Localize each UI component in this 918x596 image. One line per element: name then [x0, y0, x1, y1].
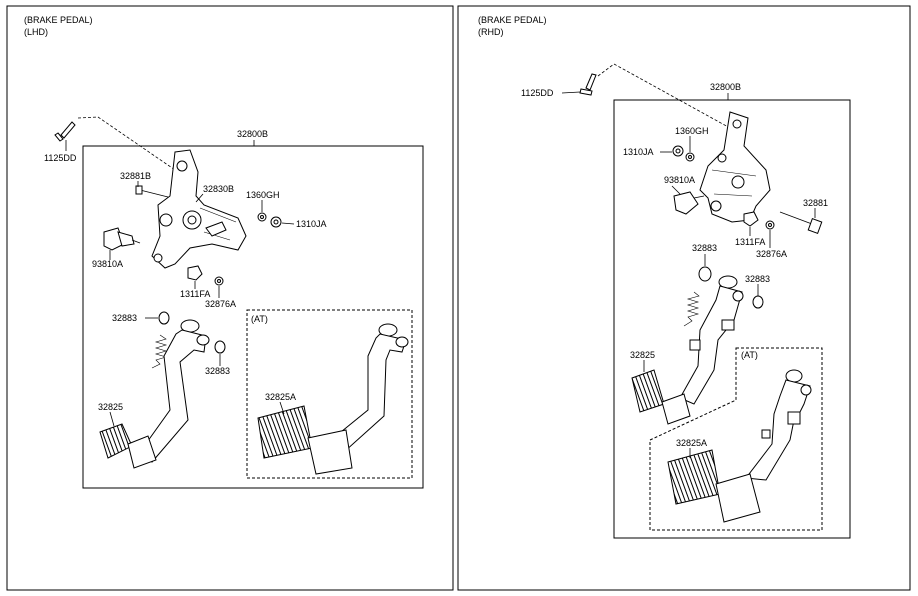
lhd-panel: (BRAKE PEDAL) (LHD) 1125DD 32800B: [6, 5, 454, 591]
rhd-at-pedal-arm: [745, 369, 812, 481]
lhd-pedal-bracket: [151, 149, 247, 269]
rhd-label-93810a: 93810A: [664, 175, 695, 185]
lhd-at-label: (AT): [251, 314, 268, 324]
lhd-label-1125dd: 1125DD: [44, 153, 77, 163]
rhd-at-label: (AT): [741, 350, 758, 360]
lhd-at-pedal-arm: [335, 323, 409, 453]
rhd-subtitle: (RHD): [478, 27, 504, 37]
lhd-label-32800b: 32800B: [237, 129, 268, 139]
lhd-at-pedal-pad-32825a: [257, 405, 313, 459]
lhd-panel-frame: [6, 5, 454, 591]
lhd-label-93810a: 93810A: [92, 259, 123, 269]
lhd-bushing-32883-lower: [214, 340, 226, 354]
lhd-bolt-1125dd: [54, 121, 76, 142]
rhd-panel-frame: [457, 5, 911, 591]
rhd-bolt-1125dd: [579, 73, 597, 96]
lhd-pedal-pad-32825: [99, 423, 133, 459]
rhd-label-1310ja: 1310JA: [623, 147, 654, 157]
rhd-label-32825a: 32825A: [676, 438, 707, 448]
lhd-label-32825a: 32825A: [265, 392, 296, 402]
lhd-label-32830b: 32830B: [203, 184, 234, 194]
rhd-at-pedal-pad-plate: [715, 473, 761, 523]
lhd-pedal-pad-plate: [127, 435, 157, 469]
rhd-label-32825: 32825: [630, 350, 655, 360]
rhd-label-32881: 32881: [803, 198, 828, 208]
rhd-pedal-bracket: [699, 111, 771, 223]
lhd-label-32876a: 32876A: [205, 299, 236, 309]
rhd-label-32800b: 32800B: [710, 82, 741, 92]
lhd-label-32883-lower: 32883: [205, 366, 230, 376]
rhd-at-pedal-pad-32825a: [667, 449, 721, 505]
lhd-subtitle: (LHD): [24, 27, 48, 37]
rhd-label-1311fa: 1311FA: [735, 237, 765, 247]
rhd-stop-lamp-switch: [673, 191, 705, 215]
rhd-nut-1311fa: [743, 211, 759, 227]
rhd-bushing-32883-lower: [752, 295, 764, 309]
lhd-label-32883-upper: 32883: [112, 313, 137, 323]
rhd-bushing-32883-upper: [698, 266, 712, 282]
rhd-title: (BRAKE PEDAL): [478, 15, 547, 25]
lhd-bolt-leader-dashed: [77, 116, 179, 173]
lhd-at-pedal-pad-plate: [307, 429, 353, 475]
lhd-title: (BRAKE PEDAL): [24, 15, 93, 25]
rhd-pedal-pad-plate: [661, 393, 691, 425]
lhd-label-1311fa: 1311FA: [180, 289, 210, 299]
rhd-pedal-pad-32825: [631, 369, 665, 413]
rhd-at-box: [649, 347, 823, 531]
rhd-return-spring: [683, 291, 700, 327]
rhd-label-32883-lower: 32883: [745, 274, 770, 284]
lhd-label-32825: 32825: [98, 402, 123, 412]
lhd-return-spring: [151, 334, 168, 369]
rhd-assembly-box: [613, 99, 851, 539]
lhd-bolt-32881b: [135, 185, 169, 198]
lhd-label-32881b: 32881B: [120, 171, 151, 181]
lhd-nut-1311fa: [187, 265, 203, 281]
rhd-mt-pedal-arm: [679, 275, 744, 405]
rhd-label-1125dd: 1125DD: [521, 88, 554, 98]
rhd-label-32876a: 32876A: [756, 249, 787, 259]
rhd-bolt-32881: [779, 211, 823, 234]
lhd-at-box: [246, 309, 413, 479]
rhd-label-32883-upper: 32883: [692, 243, 717, 253]
rhd-bolt-leader-dashed: [597, 63, 731, 129]
lhd-label-1310ja: 1310JA: [296, 219, 327, 229]
lhd-bushing-32883-upper: [158, 311, 170, 325]
lhd-stop-lamp-switch: [103, 227, 141, 251]
lhd-mt-pedal-arm: [139, 319, 210, 463]
rhd-label-1360gh: 1360GH: [675, 126, 709, 136]
rhd-panel: (BRAKE PEDAL) (RHD) 1125DD 32800B 1360GH: [457, 5, 911, 591]
lhd-assembly-box: [82, 145, 424, 489]
lhd-label-1360gh: 1360GH: [246, 190, 280, 200]
